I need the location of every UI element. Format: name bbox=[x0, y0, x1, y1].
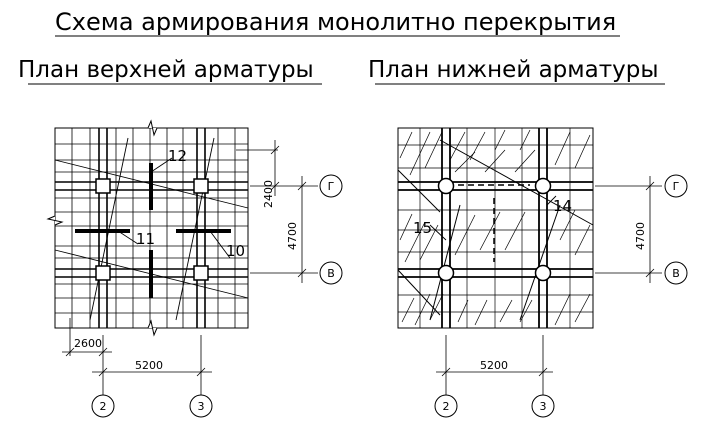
mark-14: 14 bbox=[553, 197, 572, 215]
axis-col-2-right: 2 bbox=[443, 400, 450, 413]
axis-col-2: 2 bbox=[100, 400, 107, 413]
bottom-plan-axis-bubbles bbox=[434, 174, 688, 418]
drawing-title: Схема армирования монолитно перекрытия bbox=[55, 8, 616, 36]
bottom-main-bands bbox=[398, 128, 593, 328]
axis-row-v-right: В bbox=[672, 267, 680, 280]
top-reinforcement-plan bbox=[46, 119, 249, 337]
mark-10: 10 bbox=[226, 242, 245, 260]
column-v2 bbox=[95, 265, 111, 281]
bottom-plan-dimensions bbox=[436, 176, 662, 390]
dim-span-x-top: 5200 bbox=[135, 359, 163, 372]
dim-span-x-bottom: 5200 bbox=[480, 359, 508, 372]
axis-row-v-bubble-bottom bbox=[664, 261, 688, 285]
axis-row-v: В bbox=[327, 267, 335, 280]
bottom-plan-caption: План нижней арматуры bbox=[368, 57, 659, 83]
top-plan-dimensions bbox=[62, 140, 318, 390]
mark-11: 11 bbox=[136, 230, 155, 248]
bottom-reinforcement-plan bbox=[397, 127, 594, 329]
columns bbox=[95, 178, 209, 281]
bottom-columns bbox=[437, 177, 552, 282]
column-g3 bbox=[193, 178, 209, 194]
break-marks bbox=[46, 119, 165, 337]
dim-span-y-top: 4700 bbox=[286, 222, 299, 250]
slab-outline-bottom bbox=[397, 127, 594, 329]
mark-12: 12 bbox=[168, 147, 187, 165]
axis-row-g-bubble-bottom bbox=[664, 174, 688, 198]
mark-15: 15 bbox=[413, 219, 432, 237]
axis-row-g-bubble bbox=[319, 174, 343, 198]
mark-leaders bbox=[117, 157, 231, 259]
additional-bottom-bars bbox=[458, 184, 530, 262]
additional-top-bars bbox=[75, 163, 231, 298]
dim-bay-y: 2400 bbox=[262, 180, 275, 208]
bottom-bar-extents bbox=[397, 139, 594, 321]
axis-row-v-bubble bbox=[319, 261, 343, 285]
mesh-hatching bbox=[399, 129, 591, 326]
top-plan-caption: План верхней арматуры bbox=[18, 57, 314, 83]
column-v3 bbox=[193, 265, 209, 281]
column-v3-bottom bbox=[534, 264, 552, 282]
column-g2-bottom bbox=[437, 177, 455, 195]
axis-row-g-right: Г bbox=[673, 180, 680, 193]
bottom-plan-axis-leaders bbox=[445, 390, 544, 395]
axis-col-3: 3 bbox=[198, 400, 205, 413]
axis-row-g: Г bbox=[328, 180, 335, 193]
top-plan-axis-leaders bbox=[102, 390, 202, 395]
axis-col-3-right: 3 bbox=[540, 400, 547, 413]
column-g2 bbox=[95, 178, 111, 194]
dim-bay-x: 2600 bbox=[74, 337, 102, 350]
top-plan-axis-bubbles bbox=[91, 174, 343, 418]
dim-span-y-bottom: 4700 bbox=[634, 222, 647, 250]
column-g3-bottom bbox=[534, 177, 552, 195]
bottom-mark-leaders bbox=[429, 195, 557, 241]
column-v2-bottom bbox=[437, 264, 455, 282]
